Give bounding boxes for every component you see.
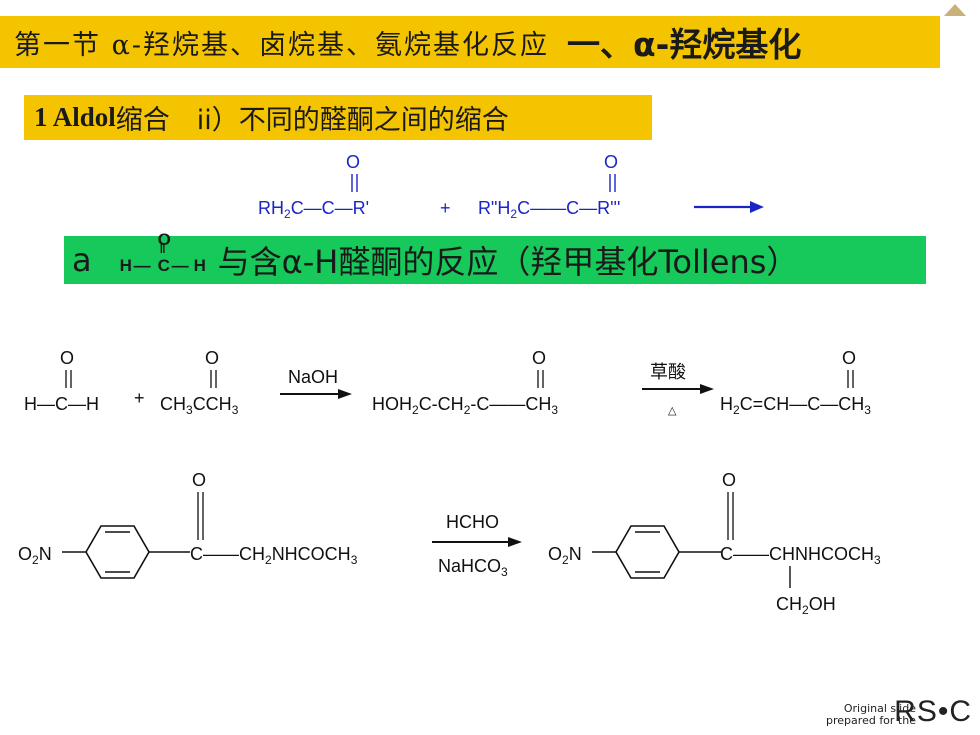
reactant2-chain: C——CH2NHCOCH3	[190, 544, 358, 567]
acetone: CH3CCH3	[160, 394, 239, 417]
hcho-c: C	[157, 256, 170, 275]
hcho-o: O	[157, 230, 171, 249]
section-number: 1 Aldol	[34, 102, 116, 132]
hcho-bond-left: —	[133, 256, 151, 275]
oxalic-acid-label: 草酸	[650, 362, 686, 382]
hcho-label: HCHO	[446, 512, 499, 532]
aldol-product: HOH2C-CH2-C——CH3	[372, 394, 558, 417]
svg-text:O: O	[842, 348, 856, 368]
page-subtitle: 一、α-羟烷基化	[566, 25, 802, 64]
general-reaction: O RH2C—C—R' + O R"H2C——C—R'''	[258, 152, 764, 221]
rsc-logo: RS•C	[894, 695, 972, 728]
hcho-double-bond: ‖	[159, 242, 166, 256]
svg-text:O: O	[192, 470, 206, 490]
plus-2: +	[134, 388, 145, 408]
credit-line-1: Original slide	[843, 702, 916, 715]
enone-product: H2C=CH—C—CH3	[720, 394, 871, 417]
hcho-h-left: H	[119, 256, 132, 275]
hcho-h-right: H	[193, 256, 206, 275]
svg-text:O: O	[60, 348, 74, 368]
topic-label: a	[72, 241, 92, 279]
benzene-ring-1	[85, 525, 150, 579]
naoh-label: NaOH	[288, 367, 338, 387]
reactant2: R"H2C——C—R'''	[478, 198, 620, 221]
page-title: 第一节 α-羟烷基、卤烷基、氨烷基化反应	[14, 29, 549, 61]
reactant1: RH2C—C—R'	[258, 198, 369, 221]
o-atom-2: O	[604, 152, 618, 172]
title-banner: 第一节 α-羟烷基、卤烷基、氨烷基化反应 一、α-羟烷基化	[0, 16, 940, 68]
product2-chain: C——CHNHCOCH3	[720, 544, 881, 567]
svg-text:O: O	[532, 348, 546, 368]
formaldehyde: H—C—H	[24, 394, 99, 414]
formaldehyde-structure: O ‖ H — C — H	[119, 230, 216, 282]
plus-1: +	[440, 198, 451, 218]
topic-text: 与含α-H醛酮的反应（羟甲基化Tollens）	[217, 243, 799, 281]
credit-line-2: prepared for the	[826, 714, 916, 727]
nahco3-label: NaHCO3	[438, 556, 508, 579]
svg-text:O: O	[722, 470, 736, 490]
section-text: 缩合 ii）不同的醛酮之间的缩合	[115, 105, 509, 136]
heat-symbol: △	[668, 405, 677, 417]
credit-text: Original slide prepared for the	[826, 703, 916, 727]
corner-up-arrow-icon	[944, 4, 966, 16]
benzene-ring-2	[615, 525, 680, 579]
hydroxymethyl-branch: CH2OH	[776, 594, 836, 617]
nitro-group-2: O2N	[548, 544, 582, 567]
svg-text:O: O	[205, 348, 219, 368]
reaction-2: O2N O C——CH2NHCOCH3 HCHO NaHCO3 O2N O C—…	[18, 470, 881, 617]
topic-banner: a O ‖ H — C — H 与含α-H醛酮的反应（羟甲基化Tollens）	[64, 230, 926, 284]
nitro-group-1: O2N	[18, 544, 52, 567]
o-atom-1: O	[346, 152, 360, 172]
reaction-1: O H—C—H + O CH3CCH3 NaOH O HOH2C-CH2-C——…	[24, 348, 871, 417]
hcho-bond-right: —	[171, 256, 189, 275]
